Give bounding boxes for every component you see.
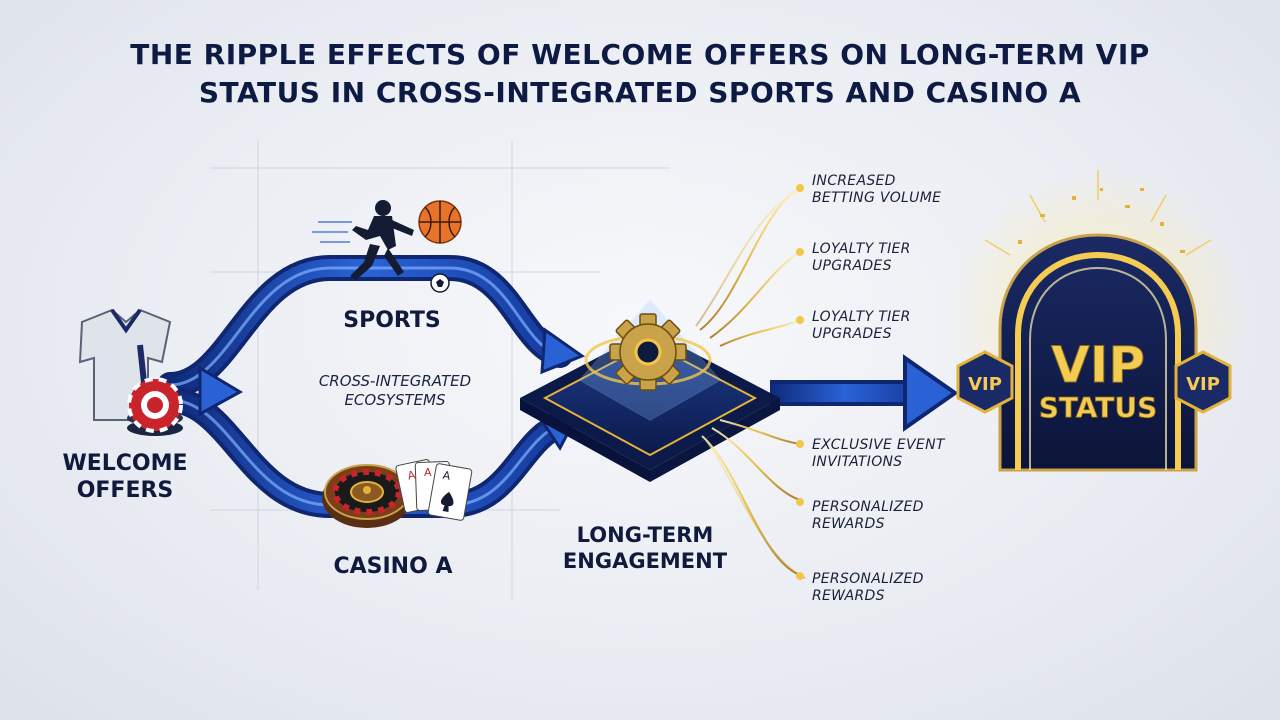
ripple-dots: [796, 184, 804, 580]
roulette-wheel-icon: [322, 464, 412, 528]
gear-icon: [584, 313, 712, 391]
sports-label: SPORTS: [343, 308, 441, 333]
svg-text:A: A: [442, 469, 452, 483]
title-line-1: THE RIPPLE EFFECTS OF WELCOME OFFERS ON …: [130, 38, 1150, 71]
speed-lines: [312, 221, 352, 243]
vip-status-sub: STATUS: [1039, 391, 1158, 424]
svg-text:A: A: [406, 468, 417, 482]
vip-arrow: [770, 354, 959, 432]
casino-chip-icon: [127, 377, 183, 436]
casino-label: CASINO A: [333, 554, 453, 579]
vip-badge-left: [956, 350, 1014, 414]
vip-badge-left-label: VIP: [968, 374, 1002, 395]
vip-status-main: VIP: [1051, 336, 1145, 394]
welcome-offers-label: WELCOME OFFERS: [62, 451, 188, 503]
sports-arrowhead: [540, 327, 586, 375]
svg-text:A: A: [424, 466, 432, 479]
playing-cards-icon: A A A: [395, 459, 473, 521]
vip-badge-right: [1174, 350, 1232, 414]
basketball-icon: [418, 200, 462, 244]
sparkle-icon: [984, 170, 1212, 256]
title-line-2: STATUS IN CROSS-INTEGRATED SPORTS AND CA…: [198, 76, 1082, 109]
ripple-lines: [695, 187, 806, 579]
page-title: THE RIPPLE EFFECTS OF WELCOME OFFERS ON …: [40, 36, 1240, 112]
entry-arrowhead: [198, 365, 244, 417]
soccer-ball-icon: [430, 273, 450, 293]
vip-arch: [948, 170, 1248, 472]
soccer-player-icon: [350, 200, 414, 280]
ecosystems-label: CROSS-INTEGRATED ECOSYSTEMS: [318, 372, 472, 409]
long-term-engagement-label: LONG-TERM ENGAGEMENT: [562, 523, 728, 573]
vip-badge-right-label: VIP: [1186, 374, 1220, 395]
